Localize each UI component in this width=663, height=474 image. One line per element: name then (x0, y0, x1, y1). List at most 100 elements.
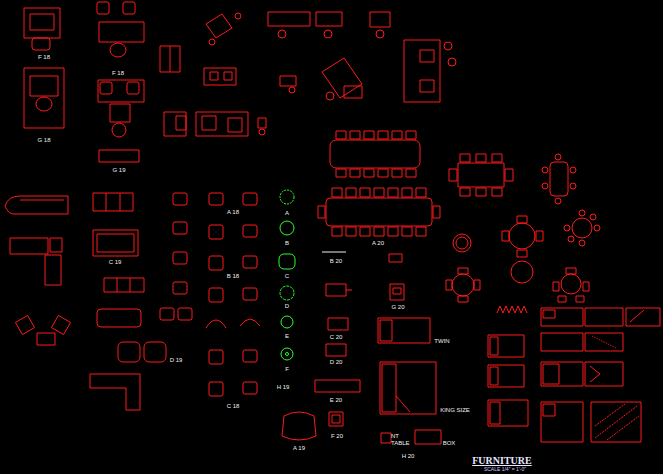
sofas-part (144, 342, 166, 362)
misc-furniture-part (380, 362, 436, 414)
dining-tables-part (517, 250, 527, 257)
misc-furniture-part (326, 344, 346, 356)
block-label: C 20 (330, 334, 343, 341)
dining-tables-part (564, 225, 570, 231)
block-label: KING SIZE (440, 407, 470, 414)
sofas (5, 193, 166, 410)
desk-sets-part (206, 14, 232, 38)
beds-and-blocks-part (543, 404, 555, 416)
block-label: F (285, 366, 289, 373)
dining-tables-part (350, 131, 360, 139)
desk-sets-part (420, 80, 434, 92)
desk-sets-part (268, 12, 310, 26)
dining-tables-part (555, 154, 561, 160)
desk-sets-part (224, 72, 232, 80)
misc-furniture-part (393, 288, 401, 294)
dining-tables-part (332, 227, 342, 236)
chairs (160, 193, 260, 396)
desk-sets-part (258, 118, 266, 128)
desk-sets-part (110, 104, 130, 122)
desk-sets-part (99, 22, 144, 42)
chairs-part (209, 288, 223, 302)
sofas-part (20, 200, 64, 201)
sofas-part (97, 309, 141, 327)
chairs-part (206, 320, 226, 328)
dining-tables-part (446, 280, 452, 290)
chairs-part (209, 193, 223, 205)
block-label: D (285, 303, 289, 310)
sofas-part (45, 255, 61, 285)
dining-tables-part (561, 274, 581, 294)
misc-furniture-part (380, 320, 392, 341)
desk-sets-part (160, 46, 180, 72)
plants-part (281, 348, 293, 360)
dining-tables-part (474, 280, 480, 290)
dining-tables-part (460, 154, 470, 162)
desk-sets-part (420, 50, 434, 62)
misc-furniture-part (378, 318, 430, 343)
beds-and-blocks-part (541, 333, 583, 351)
dining-tables-part (346, 188, 356, 197)
chairs-part (240, 319, 260, 326)
block-label: E (285, 333, 289, 340)
misc-furniture-part (328, 318, 348, 330)
dining-tables-part (364, 131, 374, 139)
chairs-part (243, 288, 257, 300)
sheet-title: FURNITURE (472, 455, 531, 466)
dining-tables-part (336, 169, 346, 177)
desk-sets-part (24, 68, 64, 128)
block-label: C (285, 273, 289, 280)
dining-tables-part (364, 169, 374, 177)
desk-sets-part (404, 40, 440, 102)
desk-sets-part (30, 14, 54, 30)
block-label: F 20 (331, 433, 343, 440)
sofas-part (130, 278, 131, 292)
dining-tables-part (392, 131, 402, 139)
desk-sets (24, 2, 456, 162)
dining-tables-part (346, 227, 356, 236)
misc-furniture-part (415, 430, 441, 444)
beds-and-blocks-part (541, 402, 583, 442)
desk-sets-part (24, 8, 60, 38)
beds-and-blocks-part (541, 308, 583, 326)
chairs-part (178, 308, 192, 320)
beds-and-blocks-part (630, 310, 644, 322)
dining-tables-part (536, 231, 543, 241)
sofas-part (51, 315, 70, 334)
block-label: BOX (443, 440, 456, 447)
dining-tables-part (388, 188, 398, 197)
dining-tables-part (555, 198, 561, 204)
dining-tables-part (568, 236, 574, 242)
desk-sets-part (127, 82, 139, 94)
chairs-part (160, 308, 174, 320)
block-label: B 18 (227, 273, 239, 280)
dining-tables-part (332, 188, 342, 197)
misc-furniture-part (389, 254, 402, 262)
dining-tables-part (318, 206, 325, 218)
desk-sets-part (110, 43, 126, 57)
dining-tables-part (511, 261, 533, 283)
dining-tables-part (509, 223, 535, 249)
misc-furniture-part (390, 284, 404, 300)
sofas-part (106, 193, 107, 211)
dining-tables-part (502, 231, 509, 241)
chairs-part (173, 252, 187, 264)
dining-tables (318, 131, 600, 302)
beds-and-blocks-part (490, 337, 498, 355)
block-label: C 19 (109, 259, 122, 266)
desk-sets-part (170, 46, 171, 72)
chairs-part (243, 193, 257, 205)
desk-sets-part (99, 150, 139, 162)
dining-tables-part (378, 131, 388, 139)
misc-furniture-part (329, 412, 343, 426)
dining-tables-part (452, 274, 474, 296)
sofas-part (15, 315, 34, 334)
sofas-part (117, 278, 118, 292)
desk-sets-part (32, 38, 50, 50)
dining-tables-part (570, 167, 576, 173)
chairs-part (209, 350, 223, 364)
sofas-part (104, 278, 144, 292)
desk-sets-part (326, 92, 334, 100)
beds-and-blocks-part (590, 366, 600, 382)
misc-furniture (282, 252, 441, 444)
